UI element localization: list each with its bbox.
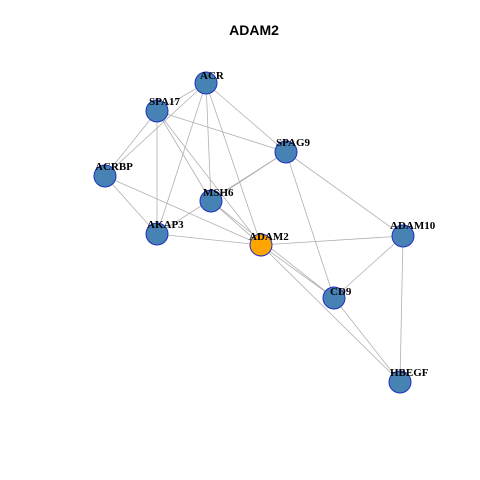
edge-acrbp-adam2 (104, 175, 262, 246)
edge-msh6-cd9 (210, 200, 335, 299)
edge-acr-msh6 (205, 82, 212, 202)
edge-adam2-adam10 (260, 235, 404, 246)
node-label-spa17: SPA17 (149, 96, 180, 108)
node-spag9[interactable] (274, 140, 298, 164)
node-cd9[interactable] (322, 286, 346, 310)
graph-title: ADAM2 (229, 22, 279, 38)
edge-spag9-adam10 (285, 151, 404, 237)
node-label-cd9: CD9 (330, 286, 352, 298)
edge-acr-acrbp (104, 82, 207, 177)
node-label-adam10: ADAM10 (390, 220, 436, 232)
node-label-spag9: SPAG9 (276, 137, 311, 149)
edges-layer (104, 82, 404, 383)
edge-adam2-cd9 (260, 244, 335, 299)
node-hbegf[interactable] (388, 370, 412, 394)
edge-cd9-hbegf (333, 297, 401, 383)
node-adam2[interactable] (249, 233, 273, 257)
node-spa17[interactable] (145, 99, 169, 123)
edge-spag9-cd9 (285, 151, 335, 299)
node-acr[interactable] (194, 71, 218, 95)
node-acrbp[interactable] (93, 164, 117, 188)
node-label-msh6: MSH6 (203, 187, 234, 199)
edge-adam10-hbegf (399, 235, 404, 383)
node-label-adam2: ADAM2 (249, 231, 289, 243)
edge-acrbp-akap3 (104, 175, 158, 235)
node-adam10[interactable] (391, 224, 415, 248)
node-label-acr: ACR (200, 70, 225, 82)
edge-adam10-cd9 (333, 235, 404, 299)
edge-spa17-msh6 (156, 110, 212, 202)
edge-spag9-akap3 (156, 151, 287, 235)
edge-acr-adam2 (205, 82, 262, 246)
edge-akap3-adam2 (156, 233, 262, 246)
node-label-acrbp: ACRBP (95, 161, 133, 173)
edge-spa17-adam2 (156, 110, 262, 246)
edge-acr-spag9 (205, 82, 287, 153)
edge-adam2-hbegf (260, 244, 401, 383)
node-label-akap3: AKAP3 (147, 219, 184, 231)
edge-spa17-acrbp (104, 110, 158, 177)
edge-acr-akap3 (156, 82, 207, 235)
node-akap3[interactable] (145, 222, 169, 246)
node-label-hbegf: HBEGF (390, 367, 429, 379)
node-msh6[interactable] (199, 189, 223, 213)
edge-spa17-spag9 (156, 110, 287, 153)
nodes-layer (93, 71, 415, 394)
